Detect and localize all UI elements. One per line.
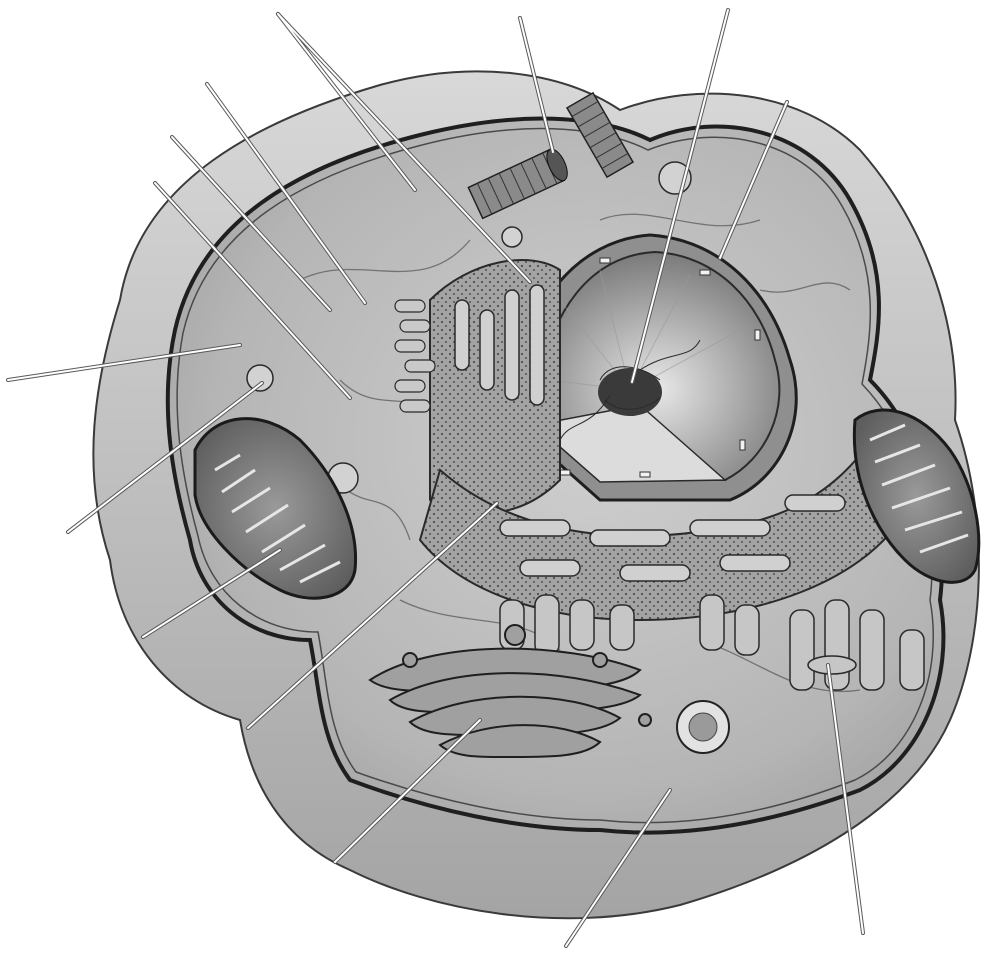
lysosome — [677, 701, 729, 753]
